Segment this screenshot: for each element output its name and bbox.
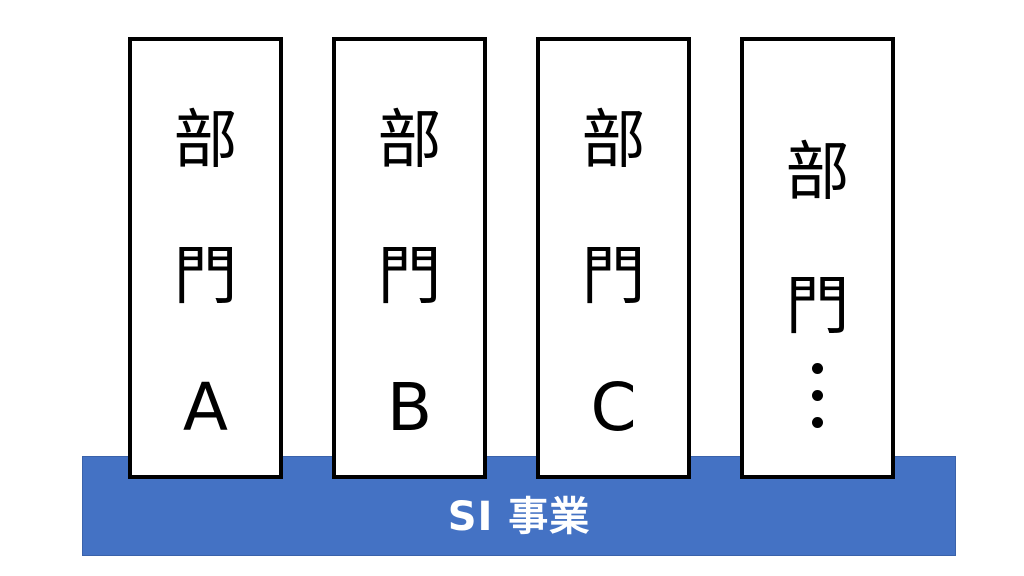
department-c-pillar: 部 門 C: [536, 37, 691, 479]
pillar-char-3: B: [386, 369, 433, 446]
department-b-pillar: 部 門 B: [332, 37, 487, 479]
ellipsis-dot: [812, 363, 823, 374]
vertical-ellipsis-icon: [744, 363, 891, 443]
pillar-char-2: 門: [785, 270, 850, 344]
ellipsis-dot: [812, 390, 823, 401]
pillar-char-1: 部: [173, 104, 238, 178]
pillar-char-2: 門: [377, 240, 442, 314]
ellipsis-dot: [812, 417, 823, 428]
department-a-pillar: 部 門 A: [128, 37, 283, 479]
pillar-char-1: 部: [785, 136, 850, 210]
department-more-pillar: 部 門: [740, 37, 895, 479]
pillar-char-3: C: [590, 369, 637, 446]
pillar-char-3: A: [182, 369, 229, 446]
pillar-char-2: 門: [173, 240, 238, 314]
pillar-char-2: 門: [581, 240, 646, 314]
pillar-char-1: 部: [581, 104, 646, 178]
pillar-char-1: 部: [377, 104, 442, 178]
si-business-label: SI 事業: [447, 494, 591, 540]
